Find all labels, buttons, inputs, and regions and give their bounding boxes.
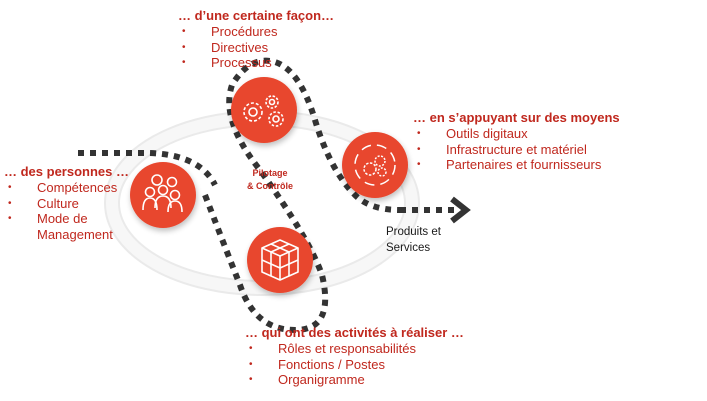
list-item-label: Culture — [37, 195, 79, 211]
list-item: • Procédures — [178, 24, 334, 40]
list-item-label: Processus — [211, 55, 272, 70]
node-process — [231, 77, 297, 143]
bullet-icon: • — [249, 358, 253, 370]
center-label: Pilotage & Contrôle — [240, 167, 300, 193]
list-item-label: Organigramme — [278, 372, 365, 387]
how-heading: … d’une certaine façon… — [178, 8, 335, 23]
list-item-label: Procédures — [211, 24, 278, 39]
bullet-icon: • — [249, 343, 253, 354]
center-label-line1: Pilotage — [252, 168, 288, 178]
bullet-icon: • — [417, 128, 421, 139]
output-label-line1: Produits et — [386, 226, 441, 238]
list-item-label: Directives — [211, 39, 269, 55]
list-item-label: Outils digitaux — [446, 126, 528, 141]
output-arrow-head-icon — [450, 196, 471, 224]
how-list: • Procédures • Directives • Processus — [178, 24, 334, 71]
list-item-label: Infrastructure et matériel — [446, 141, 587, 157]
list-item: • Mode de Management — [4, 211, 127, 242]
cubes-icon — [261, 239, 299, 281]
activities-list: • Rôles et responsabilités • Fonctions / P… — [245, 341, 464, 388]
means-block: … en s’appuyant sur des moyens • Outils d… — [413, 110, 620, 173]
flow-paths — [78, 57, 455, 334]
bullet-icon: • — [8, 182, 12, 193]
list-item: • Rôles et responsabilités — [245, 341, 464, 357]
list-item: • Infrastructure et matériel — [413, 142, 620, 158]
people-heading: … des personnes … — [4, 164, 129, 179]
means-list: • Outils digitaux • Infrastructure et maté… — [413, 126, 620, 173]
list-item: • Outils digitaux — [413, 126, 620, 142]
list-item-label: Compétences — [37, 180, 118, 195]
how-block: … d’une certaine façon… • Procédures • Dir… — [178, 8, 334, 71]
activities-block: … qui ont des activités à réaliser … • Rô… — [245, 325, 464, 388]
list-item: • Compétences — [4, 180, 129, 196]
bullet-icon: • — [8, 213, 12, 224]
list-item-label: Mode de Management — [37, 211, 113, 242]
center-label-line2: & Contrôle — [247, 181, 293, 191]
bullet-icon: • — [182, 57, 186, 68]
gears-cycle-icon — [354, 144, 396, 186]
bullet-icon: • — [8, 197, 12, 209]
people-list: • Compétences • Culture • Mode de Managemen… — [4, 180, 129, 242]
people-to-activities-path — [202, 57, 401, 334]
output-label-line2: Services — [386, 242, 431, 254]
list-item-label: Rôles et responsabilités — [278, 341, 417, 356]
list-item-label: Fonctions / Postes — [278, 356, 385, 372]
bullet-icon: • — [182, 26, 186, 37]
bullet-icon: • — [417, 159, 421, 170]
list-item: • Culture — [4, 196, 129, 212]
gears-icon — [243, 95, 284, 127]
bullet-icon: • — [417, 143, 421, 155]
list-item: • Organigramme — [245, 372, 464, 388]
list-item: • Fonctions / Postes — [245, 357, 464, 373]
people-group-icon — [142, 174, 183, 213]
bullet-icon: • — [249, 374, 253, 385]
people-block: … des personnes … • Compétences • Culture … — [4, 164, 129, 242]
bullet-icon: • — [182, 41, 186, 53]
activities-heading: … qui ont des activités à réaliser … — [245, 325, 464, 340]
output-label: Produits et Services — [386, 224, 441, 256]
input-flow-path — [78, 150, 218, 187]
list-item: • Partenaires et fournisseurs — [413, 157, 620, 173]
list-item: • Processus — [178, 55, 334, 71]
list-item-label: Partenaires et fournisseurs — [446, 157, 602, 172]
list-item: • Directives — [178, 40, 334, 56]
means-heading: … en s’appuyant sur des moyens — [413, 110, 620, 125]
